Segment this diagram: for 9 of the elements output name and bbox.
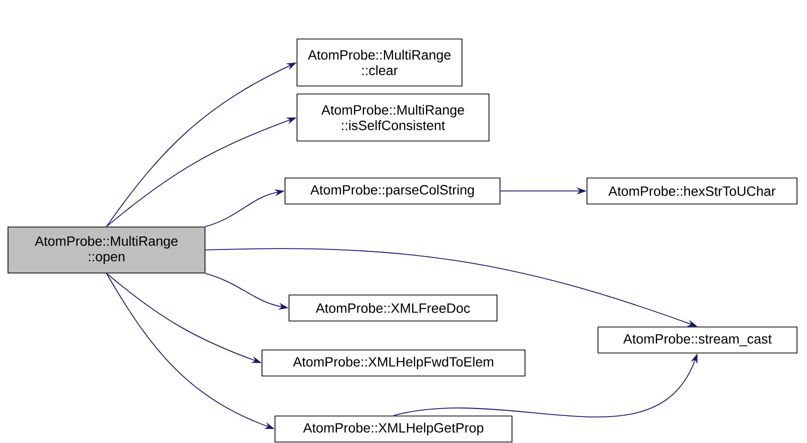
function-box: AtomProbe::XMLHelpGetProp bbox=[274, 416, 512, 442]
function-box: AtomProbe::hexStrToUChar bbox=[586, 178, 798, 204]
function-box: AtomProbe::XMLHelpFwdToElem bbox=[262, 350, 526, 376]
function-box: AtomProbe::MultiRange ::isSelfConsistent bbox=[296, 94, 490, 142]
function-box: AtomProbe::MultiRange ::open bbox=[8, 226, 206, 274]
function-box: AtomProbe::parseColString bbox=[284, 178, 500, 204]
function-box: AtomProbe::MultiRange ::clear bbox=[296, 38, 462, 86]
function-box: AtomProbe::stream_cast bbox=[598, 326, 798, 354]
function-box: AtomProbe::XMLFreeDoc bbox=[288, 294, 498, 322]
